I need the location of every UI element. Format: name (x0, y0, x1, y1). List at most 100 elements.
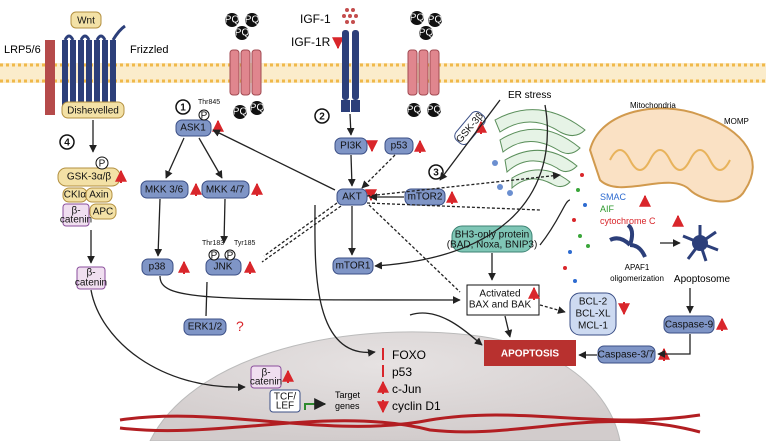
svg-text:BAX and BAK: BAX and BAK (469, 300, 532, 311)
svg-text:BH3-only protein: BH3-only protein (455, 230, 529, 241)
frizzled-label: Frizzled (130, 44, 169, 56)
lrp-receptor (45, 40, 55, 115)
svg-text:1: 1 (180, 103, 186, 114)
caspase-9-node: Caspase-9 (663, 315, 728, 334)
p53-node: p53 (384, 137, 426, 155)
svg-text:(BAD, Noxa, BNIP3): (BAD, Noxa, BNIP3) (447, 240, 538, 251)
step-4: 4 (59, 134, 75, 150)
gsk3b-node: GSK-3β (454, 111, 487, 145)
svg-text:ASK1: ASK1 (180, 123, 206, 134)
svg-text:AKT: AKT (342, 192, 361, 203)
pq-molecules: PQ PQ PQ PQ PQ PQ PQ PQ PQ PQ (225, 11, 442, 119)
svg-text:GSK-3α/β: GSK-3α/β (67, 172, 112, 183)
cytochrome-c-label: cytochrome C (600, 216, 656, 226)
wnt-ligand (70, 11, 102, 29)
jnk-node: JNK P P Thr183 Tyr185 (202, 240, 256, 276)
transcription-arrow (304, 398, 327, 410)
gene-foxo: FOXO (392, 348, 426, 362)
apaf1: APAF1 oligomerization (609, 223, 664, 283)
svg-text:Activated: Activated (479, 289, 520, 300)
bax-bak-box: Activated BAX and BAK (466, 284, 540, 316)
dishevelled (61, 101, 125, 119)
svg-text:catenin: catenin (75, 278, 107, 289)
caspase-37-node: Caspase-3/7 (597, 345, 670, 364)
igf1-label: IGF-1 (300, 12, 331, 26)
svg-text:4: 4 (64, 138, 70, 149)
svg-text:2: 2 (319, 112, 325, 123)
svg-text:catenin: catenin (250, 377, 282, 388)
er-stress: ER stress (492, 90, 586, 196)
mtor1-node: mTOR1 (332, 257, 374, 275)
pi3k-node: PI3K (334, 137, 378, 155)
gene-cyclind1: cyclin D1 (392, 399, 441, 413)
p38-node: p38 (141, 258, 190, 276)
svg-text:Apoptosome: Apoptosome (674, 274, 731, 285)
svg-text:Axin: Axin (89, 190, 108, 201)
svg-text:P: P (99, 159, 106, 170)
apoptosome: Apoptosome (674, 225, 731, 285)
svg-text:Wnt: Wnt (77, 16, 95, 27)
tcf-lef: TCF/ LEF (269, 389, 301, 413)
lrp-label: LRP5/6 (4, 44, 41, 56)
gene-p53: p53 (392, 365, 412, 379)
svg-text:Mitochondria: Mitochondria (630, 101, 676, 110)
svg-text:PQ: PQ (250, 103, 265, 114)
svg-text:LEF: LEF (276, 401, 294, 412)
igf1r-label: IGF-1R (291, 35, 331, 49)
gene-list: FOXO p53 c-Jun cyclin D1 (383, 348, 441, 414)
akt-node: AKT (336, 188, 377, 206)
svg-text:PQ: PQ (235, 28, 250, 39)
cell-membrane (0, 63, 766, 83)
mkk36-node: MKK 3/6 (140, 180, 202, 199)
svg-text:BCL-XL: BCL-XL (575, 309, 610, 320)
mkk47-node: MKK 4/7 (201, 180, 263, 199)
svg-text:PQ: PQ (410, 13, 425, 24)
svg-text:APOPTOSIS: APOPTOSIS (501, 349, 559, 360)
igf1-ligand-dots (342, 8, 358, 24)
svg-text:TCF/: TCF/ (274, 392, 296, 403)
svg-text:ER stress: ER stress (508, 90, 551, 101)
svg-text:JNK: JNK (214, 262, 233, 273)
svg-text:P: P (227, 251, 234, 262)
svg-text:MCL-1: MCL-1 (578, 321, 608, 332)
target-genes-1: Target (335, 390, 361, 400)
wnt-receptor-complex: LRP5/6 Frizzled Wnt Dishevelled (4, 11, 169, 119)
svg-text:β-: β- (261, 368, 270, 379)
svg-text:Tyr185: Tyr185 (234, 240, 256, 247)
svg-text:PQ: PQ (233, 107, 248, 118)
svg-text:β-: β- (71, 206, 80, 217)
svg-text:PQ: PQ (419, 28, 434, 39)
mtor2-node: mTOR2 (404, 188, 458, 206)
smac-label: SMAC (600, 192, 627, 202)
svg-text:PQ: PQ (427, 105, 442, 116)
step-2: 2 (314, 108, 330, 124)
svg-text:MOMP: MOMP (724, 117, 749, 126)
beta-catenin-cytoplasm: β- catenin (75, 266, 107, 290)
bh3-only-box: BH3-only protein (BAD, Noxa, BNIP3) (447, 225, 538, 253)
svg-text:PI3K: PI3K (340, 141, 362, 152)
bcl2-group: BCL-2 BCL-XL MCL-1 (569, 292, 630, 336)
svg-text:PQ: PQ (407, 105, 422, 116)
gene-cjun: c-Jun (392, 382, 421, 396)
svg-text:p53: p53 (391, 141, 408, 152)
igf1-receptor: IGF-1 IGF-1R (291, 8, 360, 112)
released-dots (563, 173, 590, 283)
destruction-complex: GSK-3α/β P CKIα Axin β- catenin APC (57, 156, 127, 227)
svg-text:PQ: PQ (225, 15, 240, 26)
svg-text:Thr183: Thr183 (202, 240, 224, 247)
svg-text:Thr845: Thr845 (198, 99, 220, 106)
svg-text:APC: APC (93, 207, 114, 218)
svg-text:Dishevelled: Dishevelled (67, 106, 119, 117)
apoptosis-box: APOPTOSIS (484, 340, 576, 366)
svg-text:3: 3 (433, 168, 439, 179)
svg-text:mTOR2: mTOR2 (408, 192, 443, 203)
svg-text:Caspase-3/7: Caspase-3/7 (598, 350, 655, 361)
frizzled-receptor (62, 24, 126, 110)
svg-text:catenin: catenin (60, 215, 92, 226)
svg-text:MKK 4/7: MKK 4/7 (206, 185, 245, 196)
pathway-arrows (87, 99, 694, 392)
mitochondria: Mitochondria MOMP (588, 101, 754, 203)
erk-node: ERK1/2 ? (183, 318, 244, 336)
